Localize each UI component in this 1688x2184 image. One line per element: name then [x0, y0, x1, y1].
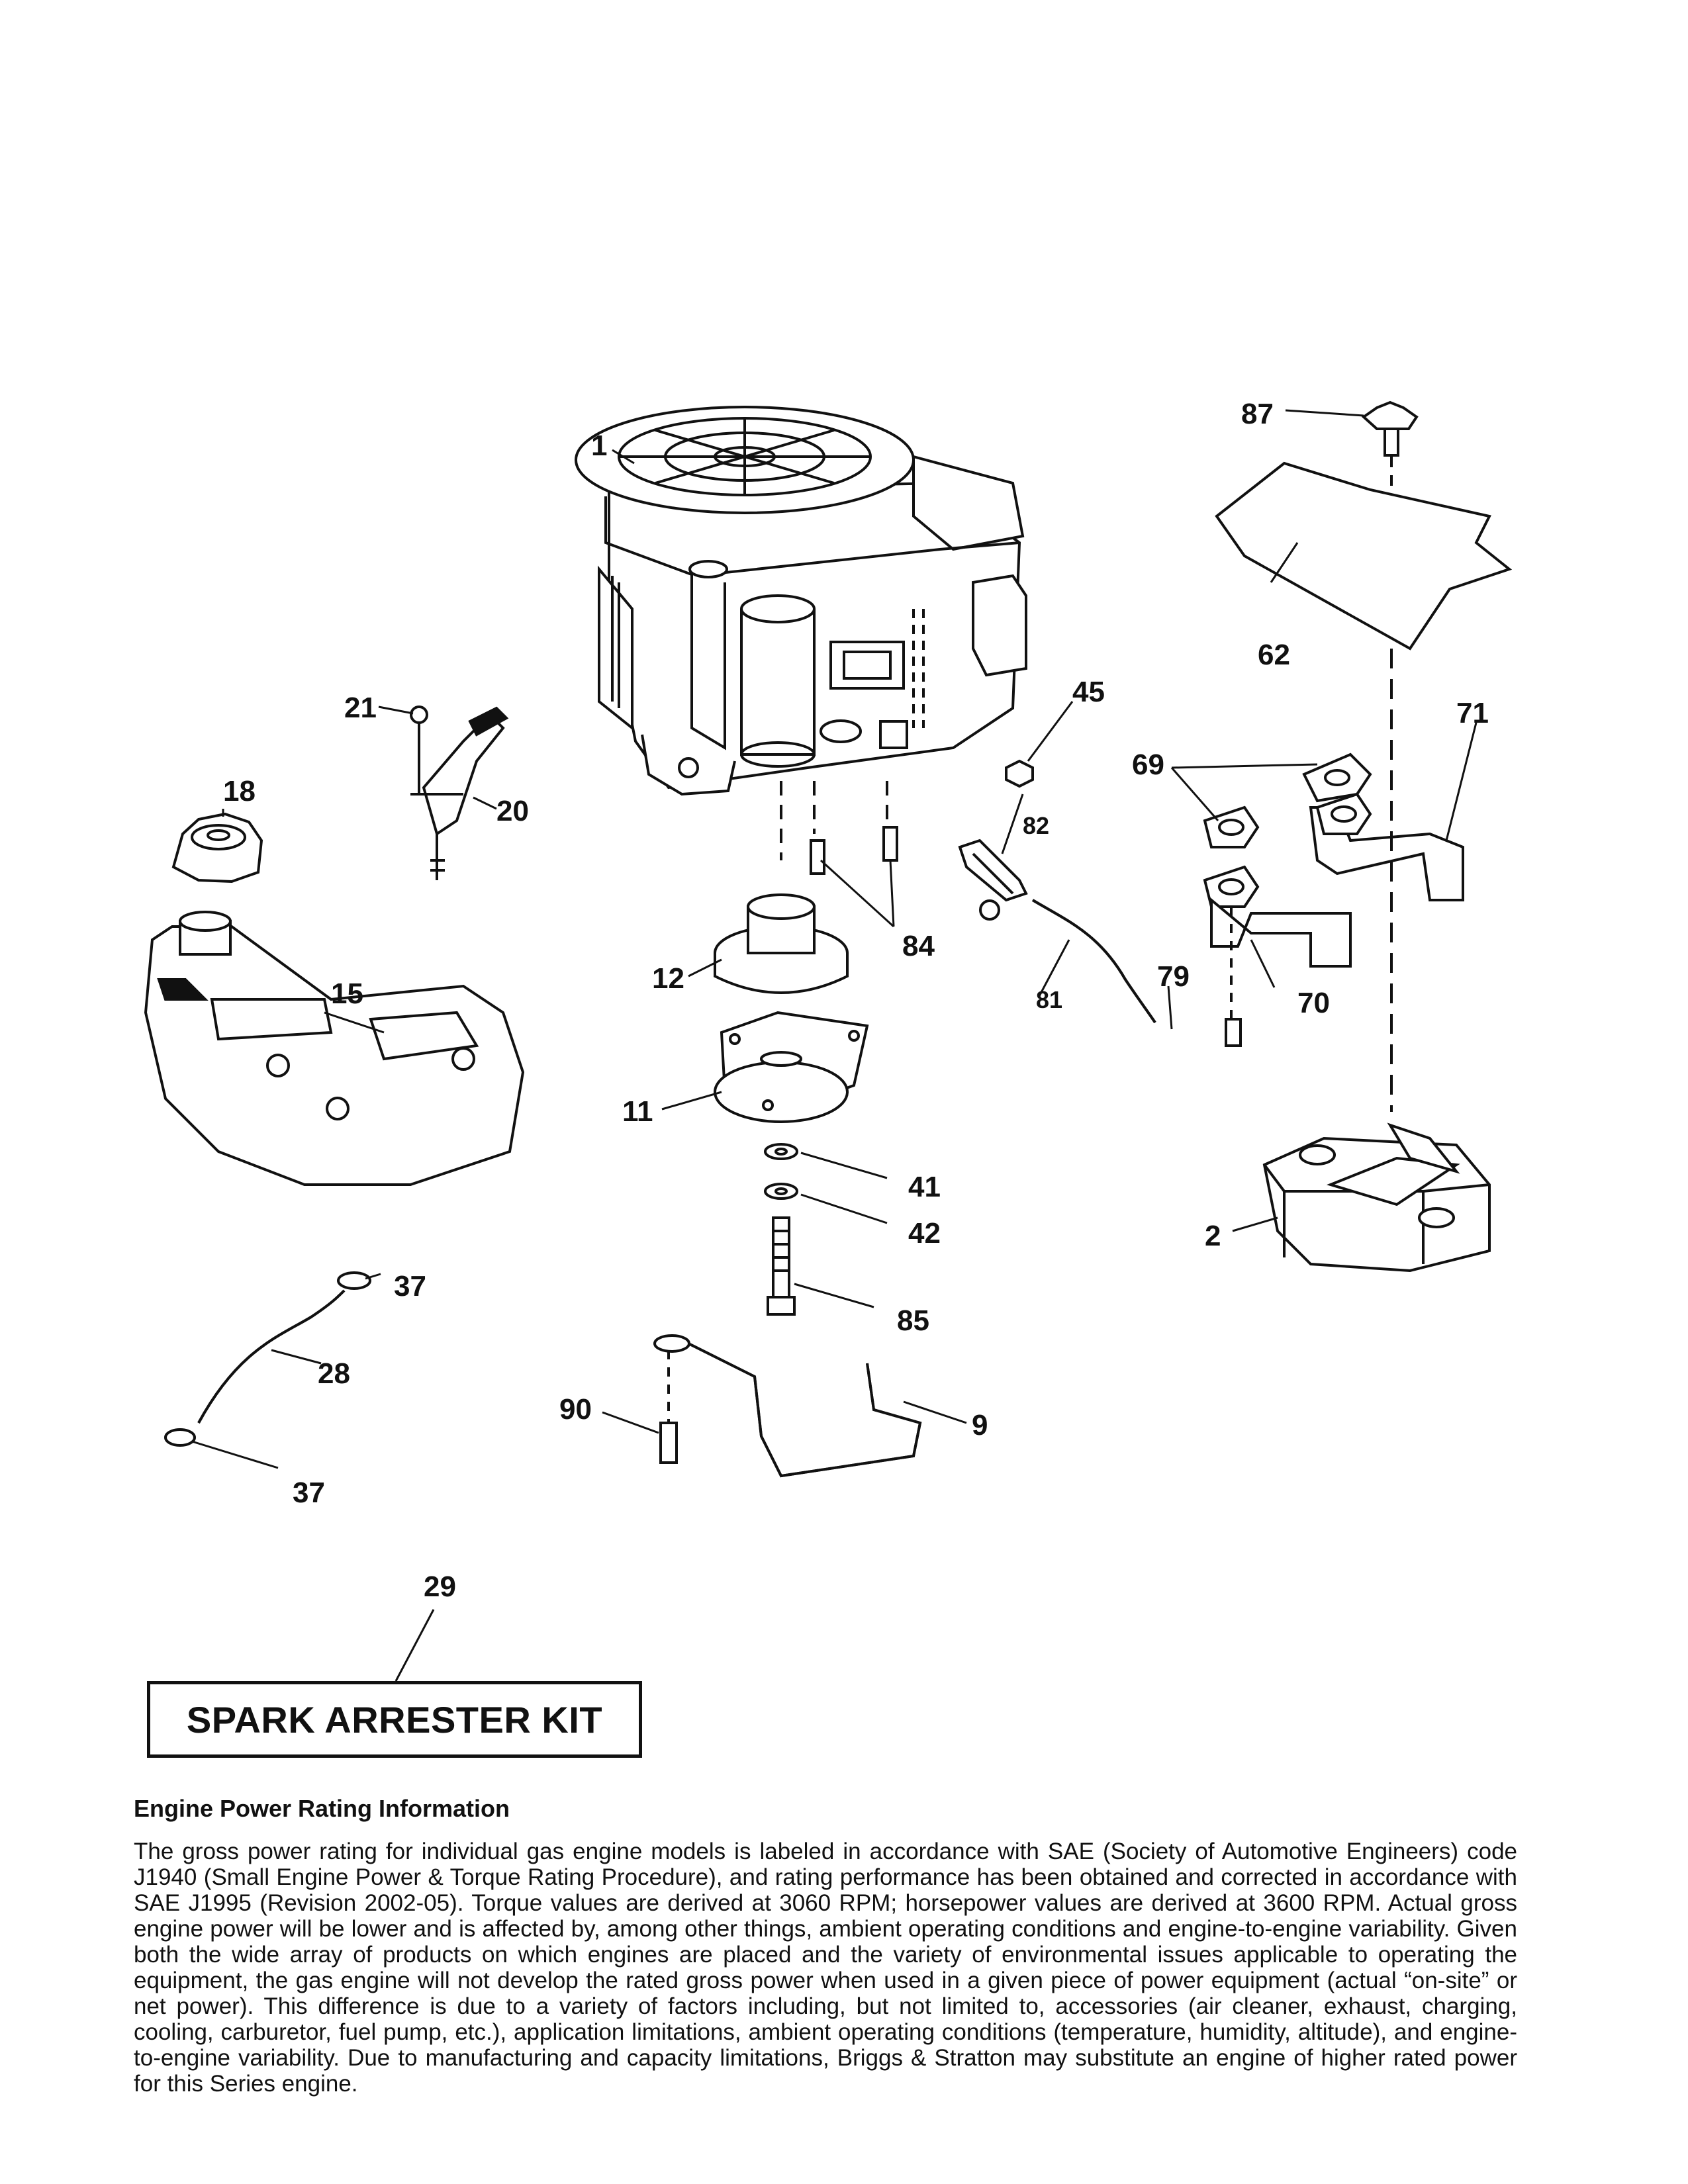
muffler-drawing [1262, 1122, 1491, 1273]
callout-29: 29 [424, 1570, 456, 1603]
callout-18: 18 [223, 775, 256, 807]
fuel-line-drawing [164, 1271, 371, 1447]
engine-power-body: The gross power rating for individual ga… [134, 1839, 1517, 2097]
engine-drawing [575, 406, 1027, 796]
callout-20: 20 [496, 795, 529, 827]
callout-42: 42 [908, 1217, 941, 1250]
callout-21: 21 [344, 692, 377, 724]
exhaust-pipes-drawing [1203, 649, 1464, 1112]
fuel-filter-drawing [958, 839, 1156, 1024]
callout-37-bottom: 37 [293, 1477, 325, 1509]
callout-84: 84 [902, 930, 935, 962]
callout-85: 85 [897, 1304, 929, 1337]
callout-71: 71 [1456, 697, 1489, 729]
callout-87: 87 [1241, 398, 1274, 430]
throttle-control-drawing [410, 705, 509, 880]
callout-70: 70 [1297, 987, 1330, 1019]
callout-62: 62 [1258, 639, 1290, 671]
callout-numbers: 1 87 62 45 21 20 18 69 71 82 84 12 15 81… [223, 398, 1489, 1603]
callout-9: 9 [972, 1409, 988, 1441]
callout-82: 82 [1023, 812, 1049, 839]
callout-1: 1 [591, 430, 607, 462]
callout-15: 15 [331, 978, 363, 1010]
heat-shield-drawing [1215, 400, 1513, 651]
callout-90: 90 [559, 1393, 592, 1426]
callout-2: 2 [1205, 1220, 1221, 1252]
callout-81: 81 [1036, 986, 1062, 1013]
fuel-tank-drawing [144, 911, 525, 1186]
bracket-drawing [653, 1334, 922, 1478]
drive-stack-drawing [714, 781, 898, 1316]
leader-lines [191, 409, 1477, 1682]
callout-79: 79 [1157, 960, 1190, 993]
nut-drawing [1005, 759, 1034, 788]
callout-12: 12 [652, 962, 684, 995]
callout-45: 45 [1072, 676, 1105, 708]
spark-arrester-kit-box: SPARK ARRESTER KIT [147, 1681, 642, 1758]
callout-69: 69 [1132, 749, 1164, 781]
engine-power-heading: Engine Power Rating Information [134, 1795, 510, 1822]
callout-41: 41 [908, 1171, 941, 1203]
spark-arrester-kit-label: SPARK ARRESTER KIT [186, 1698, 603, 1741]
fuel-cap-drawing [171, 812, 263, 884]
callout-11: 11 [622, 1095, 653, 1128]
callout-28: 28 [318, 1357, 350, 1390]
callout-37-top: 37 [394, 1270, 426, 1302]
